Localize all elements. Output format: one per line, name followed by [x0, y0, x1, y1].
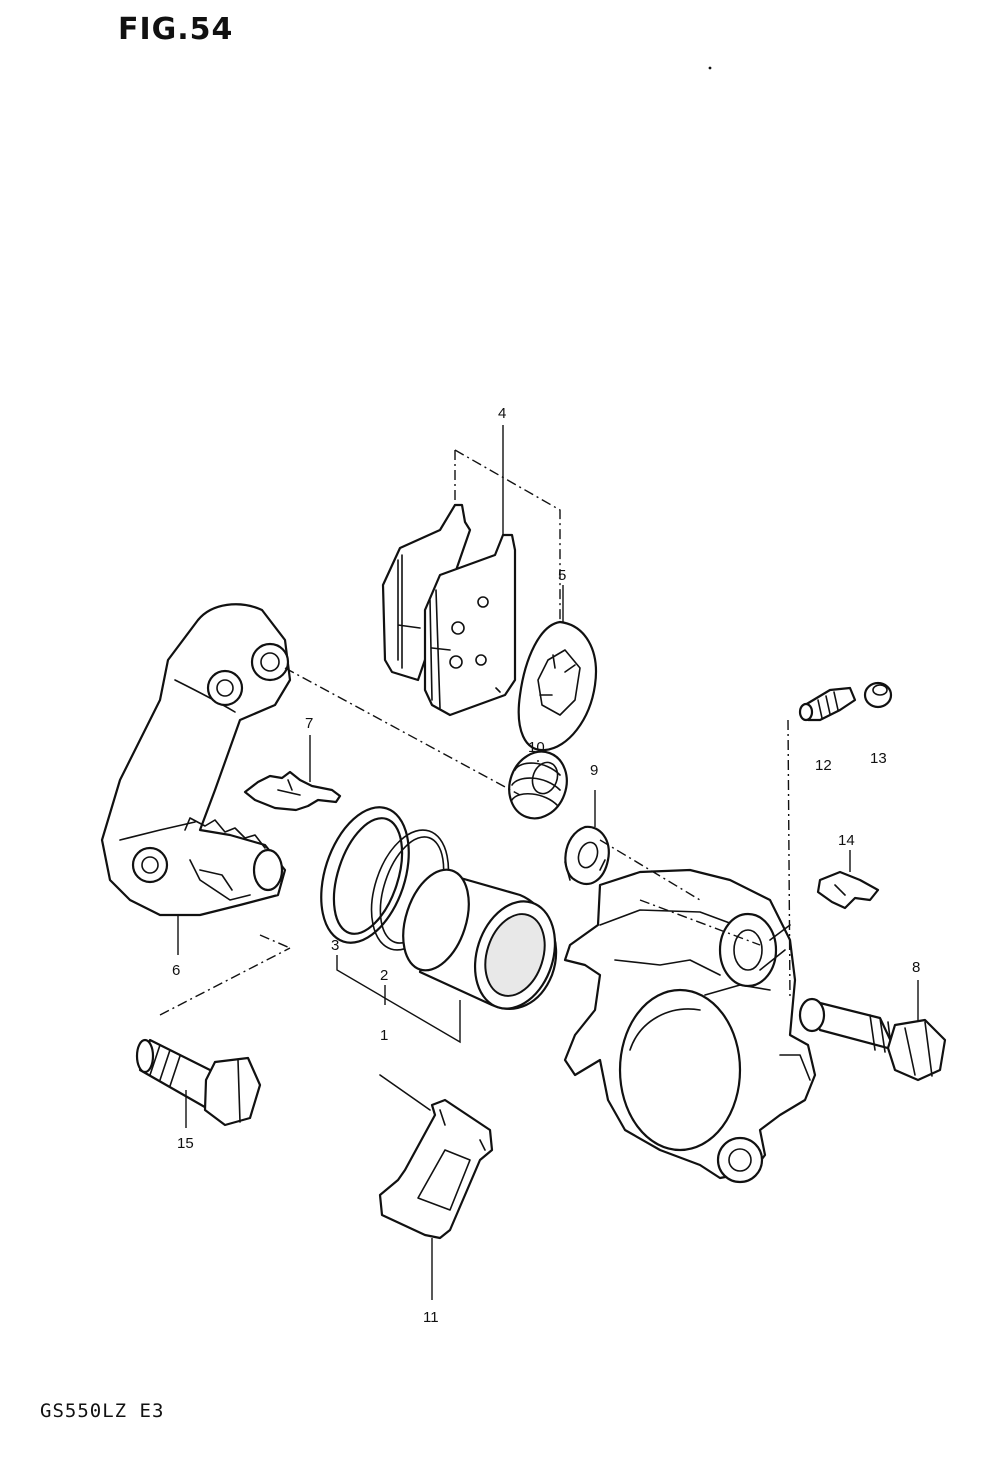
- piston[interactable]: [391, 861, 568, 1019]
- bleeder-valve[interactable]: [798, 686, 857, 722]
- callout-13: 13: [870, 750, 887, 767]
- callout-3: 3: [331, 937, 339, 954]
- callout-4: 4: [498, 405, 506, 422]
- callout-7: 7: [305, 715, 313, 732]
- callout-8: 8: [912, 959, 920, 976]
- callout-14: 14: [838, 832, 855, 849]
- leader-lines: [177, 425, 919, 1300]
- model-code: GS550LZ E3: [40, 1400, 165, 1422]
- callout-2: 2: [380, 967, 388, 984]
- pad-clip[interactable]: [816, 870, 880, 910]
- brake-caliper-body[interactable]: [563, 868, 817, 1184]
- callout-5: 5: [558, 567, 566, 584]
- callout-11: 11: [423, 1309, 439, 1326]
- callout-numbers: 4 5 7 10 9 12 13 14 8 6 3 2 1 15 11: [172, 405, 920, 1326]
- pad-spring[interactable]: [243, 770, 342, 812]
- boot-cap[interactable]: [564, 825, 610, 885]
- stray-dot: [708, 66, 712, 70]
- holder-bolt[interactable]: [135, 1038, 262, 1127]
- bleeder-cap[interactable]: [863, 681, 893, 709]
- slide-boot[interactable]: [500, 743, 576, 826]
- callout-1: 1: [380, 1027, 388, 1044]
- dust-seal[interactable]: [305, 796, 424, 954]
- callout-9: 9: [590, 762, 598, 779]
- callout-10: 10: [528, 739, 545, 756]
- callout-6: 6: [172, 962, 180, 979]
- brake-pad-set[interactable]: [381, 503, 517, 717]
- figure-title: FIG.54: [118, 12, 234, 47]
- callout-15: 15: [177, 1135, 194, 1152]
- pad-mounting-plate[interactable]: [378, 1074, 494, 1240]
- callout-12: 12: [815, 757, 832, 774]
- caliper-pin-bolt[interactable]: [798, 997, 947, 1082]
- pad-shim[interactable]: [517, 620, 598, 752]
- caliper-holder[interactable]: [100, 603, 292, 917]
- alignment-lines: [159, 449, 791, 1016]
